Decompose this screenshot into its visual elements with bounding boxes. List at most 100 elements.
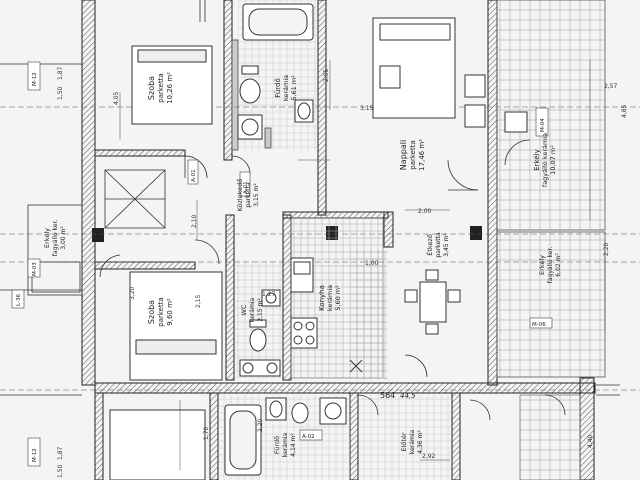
bathtub-bottom bbox=[224, 404, 262, 476]
balcony-bottom-right bbox=[519, 394, 581, 480]
room-area-furdo-top: 5,61 m² bbox=[290, 75, 298, 101]
section-markers bbox=[11, 61, 553, 467]
boiler bbox=[239, 359, 281, 377]
room-area-wc: 2,15 m² bbox=[257, 298, 264, 322]
room-name-konyha: Konyha bbox=[318, 285, 326, 311]
bathtub-top bbox=[242, 3, 314, 41]
stair-mark2 bbox=[349, 359, 363, 373]
room-floor-konyha: kerámia bbox=[326, 285, 334, 311]
room-name-etkezo: Étkező bbox=[425, 234, 434, 256]
room-area-erkely-left: 3,00 m² bbox=[60, 226, 67, 250]
eloter-tiles bbox=[358, 395, 452, 480]
number-stamp: 564 bbox=[380, 391, 395, 400]
room-area-eloter: 4,36 m² bbox=[417, 430, 424, 454]
bed-bottom bbox=[129, 271, 223, 381]
bed-bottom2 bbox=[109, 409, 206, 480]
room-floor-erkely-left: fagyálló ker. bbox=[52, 220, 59, 257]
dim-top3: 4,05 bbox=[113, 91, 120, 105]
room-floor-kozlekedo: parketta bbox=[245, 182, 252, 208]
toilet-bottom bbox=[291, 402, 309, 424]
room-floor-wc: kerámia bbox=[249, 298, 256, 323]
dim-bot4: 2,20 bbox=[257, 418, 264, 432]
dim-bot2: 1,50 bbox=[57, 464, 64, 478]
dim-mid2: 2,00 bbox=[418, 208, 432, 215]
washer-top bbox=[237, 114, 263, 140]
dim-wc: 1,27 bbox=[262, 291, 276, 298]
room-name-furdo-bottom: Fürdő bbox=[272, 436, 281, 454]
room-area-furdo-bottom: 4,14 m² bbox=[290, 433, 297, 457]
tag-m12-top: M-12 bbox=[32, 72, 38, 86]
room-area-konyha: 5,60 m² bbox=[334, 285, 342, 311]
dim-mid5: 2,20 bbox=[603, 242, 610, 256]
room-name-eloter: Előtér bbox=[399, 432, 408, 451]
sofa bbox=[372, 17, 456, 119]
dim-top5: 3,15 bbox=[360, 105, 374, 112]
door-swings bbox=[99, 139, 566, 421]
dim-mid3: 3,20 bbox=[129, 286, 136, 300]
room-name-erkely-mid: Erkély bbox=[538, 255, 546, 275]
room-name-nappali: Nappali bbox=[399, 140, 408, 170]
room-area-etkezo: 3,45 m² bbox=[443, 233, 450, 257]
etkezo-tiles bbox=[350, 250, 388, 380]
room-name-szoba-bottom: Szoba bbox=[147, 300, 156, 324]
room-floor-furdo-top: kerámia bbox=[282, 75, 290, 101]
room-name-erkely-left: Erkély bbox=[43, 228, 51, 248]
dim-mid6: 1,00 bbox=[365, 260, 379, 267]
sink-top bbox=[294, 99, 314, 123]
room-floor-erkely-mid: fagyálló ker. bbox=[547, 247, 554, 284]
dim-top4: 2,95 bbox=[323, 68, 330, 82]
tag-m12-bottom: M-12 bbox=[32, 448, 38, 462]
washer-bottom bbox=[319, 397, 347, 425]
dim-top6: 2,57 bbox=[604, 83, 618, 90]
room-floor-furdo-bottom: kerámia bbox=[282, 433, 289, 458]
dining-table bbox=[404, 269, 461, 335]
room-area-erkely-mid: 6,02 m² bbox=[555, 253, 562, 277]
room-floor-etkezo: parketta bbox=[435, 232, 442, 258]
tag-a02: A-02 bbox=[302, 434, 315, 440]
dim-top2: 1,50 bbox=[57, 86, 64, 100]
room-floor-szoba-bottom: parketta bbox=[157, 297, 165, 327]
room-area-erkely-right: 10,07 m² bbox=[549, 145, 557, 175]
sink-bottom bbox=[265, 397, 287, 421]
dim-mid1: 2,10 bbox=[191, 214, 198, 228]
dim-mid4: 2,15 bbox=[195, 294, 202, 308]
tag-m06: M-06 bbox=[532, 322, 546, 328]
wc-tiles bbox=[234, 260, 282, 378]
tag-l36: L-36 bbox=[16, 294, 22, 306]
handwritten-note: 44,5 bbox=[400, 392, 416, 400]
stove bbox=[290, 317, 318, 349]
tag-a01-mid: A-01 bbox=[243, 181, 249, 194]
wc-basin bbox=[261, 289, 281, 307]
tag-m04: M-04 bbox=[540, 118, 546, 132]
room-name-kozlekedo: Közlekedő bbox=[235, 179, 244, 212]
left-balcony bbox=[0, 204, 83, 296]
dimension-lines bbox=[119, 60, 606, 470]
room-name-wc: WC bbox=[240, 304, 248, 315]
room-name-erkely-right: Erkély bbox=[533, 149, 541, 171]
shaft bbox=[104, 169, 166, 229]
wc-toilet bbox=[249, 319, 267, 352]
dim-bot3: 1,70 bbox=[203, 426, 210, 440]
armchairs bbox=[464, 74, 528, 133]
room-floor-szoba-top: parketta bbox=[157, 73, 165, 103]
room-area-szoba-top: 10,26 m² bbox=[166, 72, 174, 104]
dim-bot1: 1,87 bbox=[57, 446, 64, 460]
room-area-nappali: 17,46 m² bbox=[418, 139, 426, 171]
tag-m03: M-03 bbox=[32, 262, 38, 276]
dim-bot5: 2,92 bbox=[422, 453, 436, 460]
room-floor-nappali: parketta bbox=[409, 140, 417, 170]
room-name-szoba-top: Szoba bbox=[147, 76, 156, 100]
tag-a01-left: A-01 bbox=[191, 169, 197, 182]
room-name-furdo-top: Fürdő bbox=[273, 78, 282, 98]
bed-top bbox=[131, 45, 213, 125]
room-area-szoba-bottom: 9,60 m² bbox=[166, 298, 174, 326]
room-floor-erkely-right: fagyálló kerámia bbox=[541, 133, 549, 187]
dim-top1: 1,87 bbox=[57, 66, 64, 80]
windows bbox=[0, 0, 620, 396]
toilet-top bbox=[239, 65, 261, 104]
room-floor-eloter: kerámia bbox=[409, 430, 416, 455]
room-area-kozlekedo: 3,15 m² bbox=[253, 183, 260, 207]
dim-bot6: 4,40 bbox=[587, 434, 594, 448]
dim-top7: 4,85 bbox=[621, 104, 628, 118]
